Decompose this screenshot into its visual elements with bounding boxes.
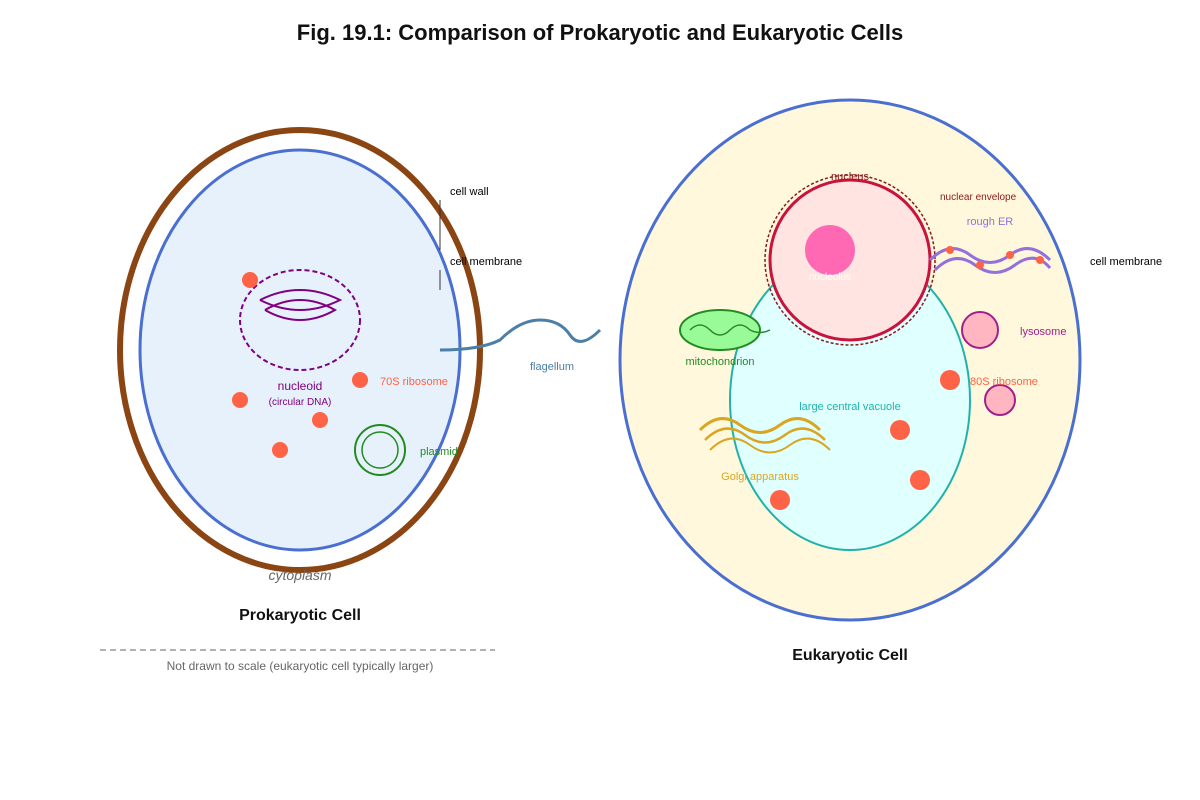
eukaryotic-caption: Eukaryotic Cell [792, 647, 908, 664]
prok-cell-wall-label: cell wall [450, 186, 489, 198]
euk-ribosome [890, 420, 910, 440]
prok-cell-membrane [138, 148, 462, 552]
er-ribosome [1036, 256, 1044, 264]
prok-cell-wall [117, 127, 483, 573]
prok-ribosome [312, 412, 328, 428]
prok-ribosome-label: 70S ribosome [380, 376, 448, 388]
lysosome-label: lysosome [1020, 326, 1066, 338]
rough-er-label: rough ER [967, 216, 1014, 228]
lysosome [961, 311, 999, 349]
golgi-cisterna-3 [709, 437, 831, 454]
mitochondrion-label: mitochondrion [685, 356, 754, 368]
prok-cell-membrane-label: cell membrane [450, 256, 522, 268]
prokaryotic-cell: nucleoid (circular DNA) 70S ribosome pla… [100, 127, 602, 673]
mitochondrion-cristae [689, 324, 771, 336]
nucleoid-label: nucleoid [278, 379, 323, 393]
prokaryotic-caption: Prokaryotic Cell [239, 607, 361, 624]
eukaryotic-cell: large central vacuole nucleus nucleolus … [618, 98, 1162, 664]
nucleoid-region [239, 269, 361, 371]
euk-ribosome-label: 80S ribosome [970, 376, 1038, 388]
prok-ribosome [352, 372, 368, 388]
plasmid-outer [354, 424, 406, 476]
figure-title: Fig. 19.1: Comparison of Prokaryotic and… [297, 20, 903, 45]
vacuole-label: large central vacuole [799, 401, 901, 413]
nucleolus-label: nucleolus [809, 272, 851, 283]
nucleoid-sublabel: (circular DNA) [269, 397, 332, 408]
golgi-cisterna-2 [704, 427, 826, 444]
scale-note: Not drawn to scale (eukaryotic cell typi… [167, 659, 434, 673]
golgi-label: Golgi apparatus [721, 471, 799, 483]
flagellum-label: flagellum [530, 361, 574, 373]
euk-ribosome [940, 370, 960, 390]
nuclear-envelope [764, 174, 936, 346]
nucleoid-dna-strand-1 [259, 289, 343, 311]
flagellum [439, 318, 602, 352]
cytoplasm-label: cytoplasm [268, 567, 331, 583]
plasmid-label: plasmid [420, 446, 458, 458]
euk-cell-membrane-label: cell membrane [1090, 256, 1162, 268]
er-ribosome [976, 261, 984, 269]
rough-er-strand-2 [933, 256, 1052, 274]
golgi-cisterna-1 [698, 417, 822, 434]
euk-ribosome [770, 490, 790, 510]
er-ribosome [1006, 251, 1014, 259]
prok-ribosome [242, 272, 258, 288]
euk-ribosome [910, 470, 930, 490]
nuclear-envelope-label: nuclear envelope [940, 192, 1017, 203]
mitochondrion [679, 309, 761, 351]
prok-ribosome [232, 392, 248, 408]
nucleolus [805, 225, 855, 275]
lysosome [984, 384, 1016, 416]
nucleoid-dna-strand-2 [264, 299, 338, 321]
nucleus-label: nucleus [831, 171, 869, 183]
plasmid-inner [361, 431, 399, 469]
prok-ribosome [272, 442, 288, 458]
er-ribosome [946, 246, 954, 254]
